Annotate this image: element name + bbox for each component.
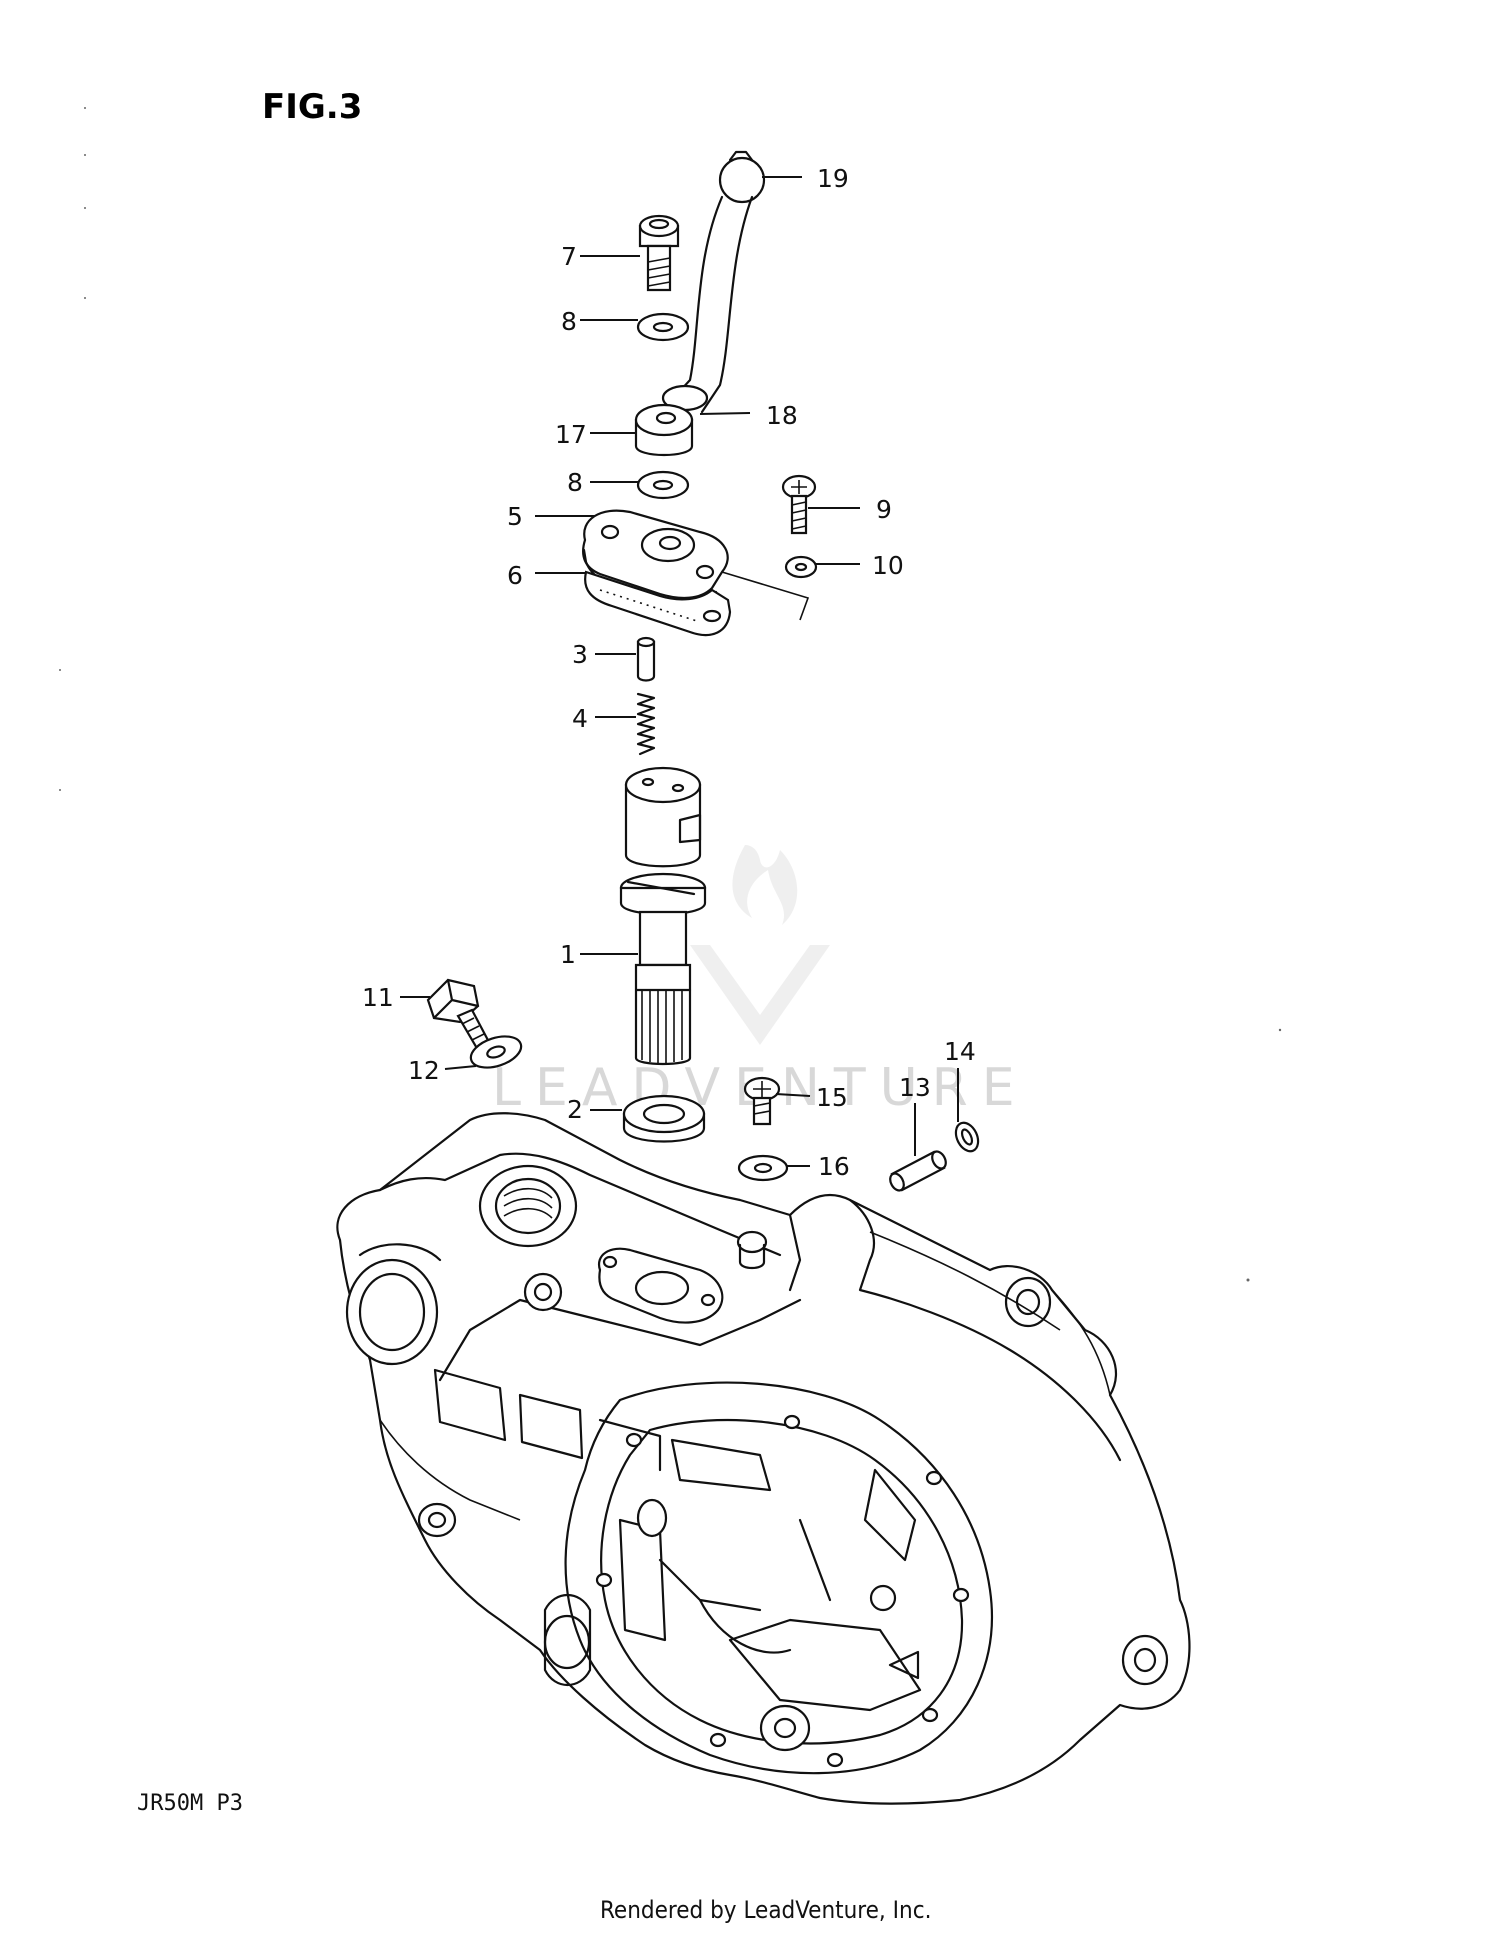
callouts: 19 7 8 18 17 8 9 5 10 6 3 4 1 11 14 12 1…: [362, 164, 976, 1181]
part-6-gasket: [584, 570, 732, 637]
footer-credit: Rendered by LeadVenture, Inc.: [600, 1896, 931, 1924]
callout-18: 18: [766, 401, 798, 430]
part-12-gasket: [469, 1035, 523, 1069]
callout-10: 10: [872, 551, 904, 580]
callout-16: 16: [818, 1152, 850, 1181]
part-13-dowel-pin: [889, 1150, 947, 1192]
part-9-screw: [781, 474, 817, 535]
breather-hose: [668, 195, 754, 414]
pump-rotor-sleeve: [624, 766, 702, 868]
callout-12: 12: [408, 1056, 440, 1085]
callout-17: 17: [555, 420, 587, 449]
part-4-spring: [636, 692, 656, 756]
callout-6: 6: [507, 561, 523, 590]
watermark-logo: [690, 845, 830, 1045]
crankcase-cover: [336, 1112, 1191, 1805]
part-11-drain-bolt: [426, 978, 492, 1052]
callout-8-upper: 8: [561, 307, 577, 336]
callout-19: 19: [817, 164, 849, 193]
part-15-screw: [743, 1076, 781, 1126]
part-2-oil-seal: [622, 1094, 706, 1143]
part-1-shaft: [619, 872, 707, 1066]
part-3-pin: [636, 636, 656, 682]
callout-7: 7: [561, 242, 577, 271]
callout-15: 15: [816, 1083, 848, 1112]
callout-13: 13: [899, 1073, 931, 1102]
callout-11: 11: [362, 983, 394, 1012]
callout-14: 14: [944, 1037, 976, 1066]
part-10-washer: [784, 555, 818, 579]
part-19-hose-clamp: [718, 150, 766, 204]
callout-4: 4: [572, 704, 588, 733]
part-14-o-ring: [954, 1121, 980, 1153]
sheet-code: JR50M P3: [137, 1791, 243, 1816]
part-7-bolt: [638, 214, 680, 292]
callout-9: 9: [876, 495, 892, 524]
callout-2: 2: [567, 1095, 583, 1124]
figure-title: FIG.3: [262, 87, 362, 127]
part-16-washer: [737, 1154, 789, 1182]
alignment-line: [721, 571, 810, 621]
callout-8-lower: 8: [567, 468, 583, 497]
part-8-washer-upper: [636, 312, 690, 342]
scan-specks: [59, 107, 1282, 1282]
callout-5: 5: [507, 502, 523, 531]
part-8-washer-lower: [636, 470, 690, 500]
part-17-hose-joint: [634, 403, 694, 456]
callout-1: 1: [560, 940, 576, 969]
callout-3: 3: [572, 640, 588, 669]
